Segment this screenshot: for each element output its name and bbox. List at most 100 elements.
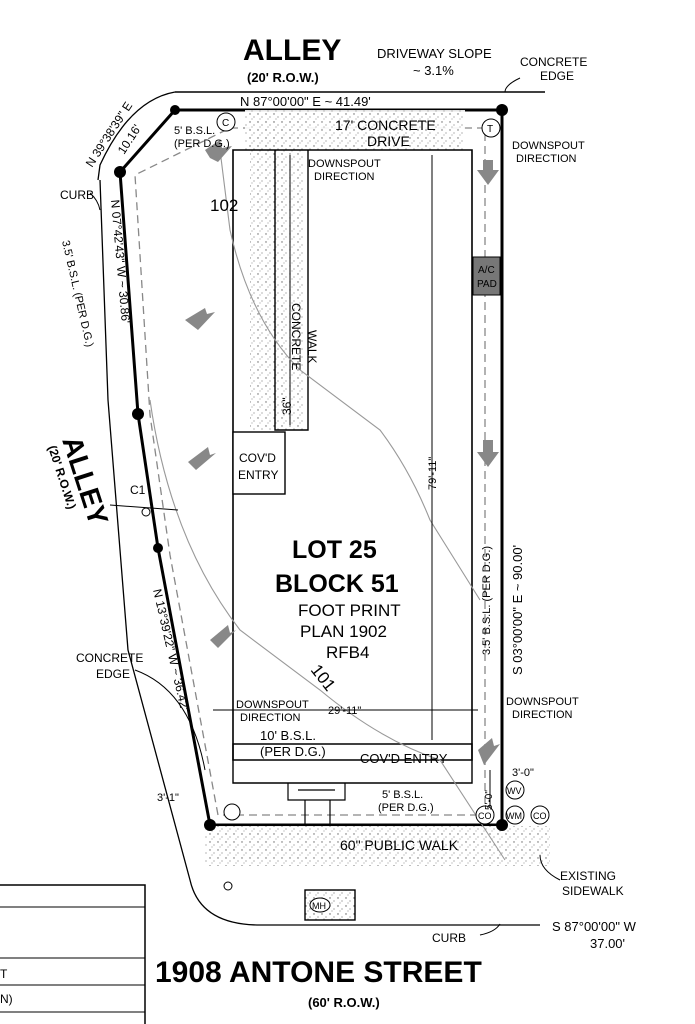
garage-wall [274,150,309,431]
leader-curb-left [89,192,101,211]
concrete-edge-top-2: EDGE [540,69,574,83]
utility-co-icon [530,805,550,825]
driveway-slope-label: DRIVEWAY SLOPE [377,46,492,61]
downspout-top-mid-2: DIRECTION [314,171,375,183]
covd-entry-side [232,431,286,495]
downspout-bottom-left-1: DOWNSPOUT [236,699,309,711]
elevation-101: 101 [307,661,339,695]
concrete-drive-1: 17' CONCRETE [335,117,436,133]
dim-3-left: 3'-1" [157,792,179,804]
corner-monument [496,819,508,831]
concrete-walk-2: WALK [305,330,319,364]
bsl-10: 10' B.S.L. [260,728,316,743]
left-alley-curb [99,179,540,926]
utility-wm-label: WM [506,811,522,821]
existing-sidewalk-1: EXISTING [560,869,616,883]
downspout-bottom-right-1: DOWNSPOUT [506,696,579,708]
walk-width: 36" [280,397,294,415]
existing-sidewalk [505,826,550,866]
utility-co-label: CO [478,811,492,821]
dim-5: 5'-0" [484,790,495,810]
concrete-edge-left-2: EDGE [96,667,130,681]
covd-entry-front: COV'D ENTRY [360,751,448,766]
covd-entry-front [232,743,473,784]
curb-marker [223,881,233,891]
east-bearing: S 03°00'00" E ~ 90.00' [510,545,525,675]
drainage-arrow-icon [185,140,500,765]
utility-t-label: T [487,124,493,135]
curb-label-left: CURB [60,188,94,202]
concrete-walk-area [250,115,305,430]
utility-c-label: C [222,118,229,129]
utility-co-label-2: CO [533,811,547,821]
bsl-5-bottom-dg: (PER D.G.) [378,802,434,814]
curb-label-bottom: CURB [432,931,466,945]
top-alley-row: (20' R.O.W.) [247,70,319,85]
corner-monument [114,166,126,178]
curve-label: C1 [130,483,146,497]
utility-t-icon [481,118,501,138]
bsl-5-top-dg: (PER D.G.) [174,138,230,150]
plan-line-1: FOOT PRINT [298,601,401,620]
setback-line [134,127,486,816]
west-upper-bearing: N 07°42'43" W ~ 30.86' [108,199,133,324]
dim-width: 29'-11" [328,705,361,717]
dim-depth: 79'-11" [427,457,439,490]
top-alley-name: ALLEY [243,34,341,67]
block-number: BLOCK 51 [275,570,399,598]
info-table-row-1: T [0,967,8,981]
corner-monument [496,104,508,116]
south-length: 37.00' [590,936,625,951]
public-walk [205,826,505,866]
corner-monument [204,819,216,831]
concrete-edge-top-1: CONCRETE [520,55,587,69]
concrete-drive-2: DRIVE [367,133,410,149]
ac-pad [472,256,501,296]
downspout-top-mid-1: DOWNSPOUT [308,158,381,170]
downspout-top-right-2: DIRECTION [516,153,577,165]
contour-102 [219,149,481,601]
contour-101 [149,399,506,861]
corner-monument [153,543,163,553]
lot-number: LOT 25 [292,536,377,564]
curve-marker [141,507,151,517]
downspout-bottom-right-2: DIRECTION [512,709,573,721]
info-table [0,884,146,1024]
bsl-5-bottom: 5' B.S.L. [382,789,423,801]
leader-curb-bottom [479,923,501,936]
public-walk-label: 60" PUBLIC WALK [340,837,459,853]
manhole-label: MH [312,901,326,911]
utility-wv-icon [505,780,525,800]
covd-entry-side-1: COV'D [239,451,276,465]
leader-concrete-edge-left [134,669,206,771]
covd-entry-side-2: ENTRY [238,468,278,482]
info-table-row-2: N) [0,992,13,1006]
corner-monument [132,408,144,420]
downspout-top-right-1: DOWNSPOUT [512,140,585,152]
plan-line-3: RFB4 [326,643,369,662]
leader-existing-sidewalk [539,854,561,881]
corner-monument [170,105,180,115]
driveway-slope-value: ~ 3.1% [413,63,454,78]
street-row: (60' R.O.W.) [308,995,380,1010]
utility-wm-icon [505,805,525,825]
top-alley-curb-curve [97,91,176,181]
ac-pad-2: PAD [477,279,497,290]
plan-line-2: PLAN 1902 [300,622,387,641]
existing-sidewalk-2: SIDEWALK [562,884,624,898]
south-bearing: S 87°00'00" W [552,919,637,934]
elevation-102: 102 [210,196,238,215]
street-name: 1908 ANTONE STREET [155,956,482,989]
ac-pad-1: A/C [478,265,495,276]
dim-3-right: 3'-0" [512,767,534,779]
downspout-bottom-left-2: DIRECTION [240,712,301,724]
concrete-walk-1: CONCRETE [289,303,303,370]
bsl-5-top: 5' B.S.L. [174,125,215,137]
manhole-icon [304,889,356,921]
curve-leader [109,504,179,511]
leader-concrete-edge [504,77,521,93]
utility-co-icon [475,805,495,825]
concrete-edge-left-1: CONCRETE [76,651,143,665]
bsl-35-right: 3.5' B.S.L. (PER D.G.) [481,546,493,655]
